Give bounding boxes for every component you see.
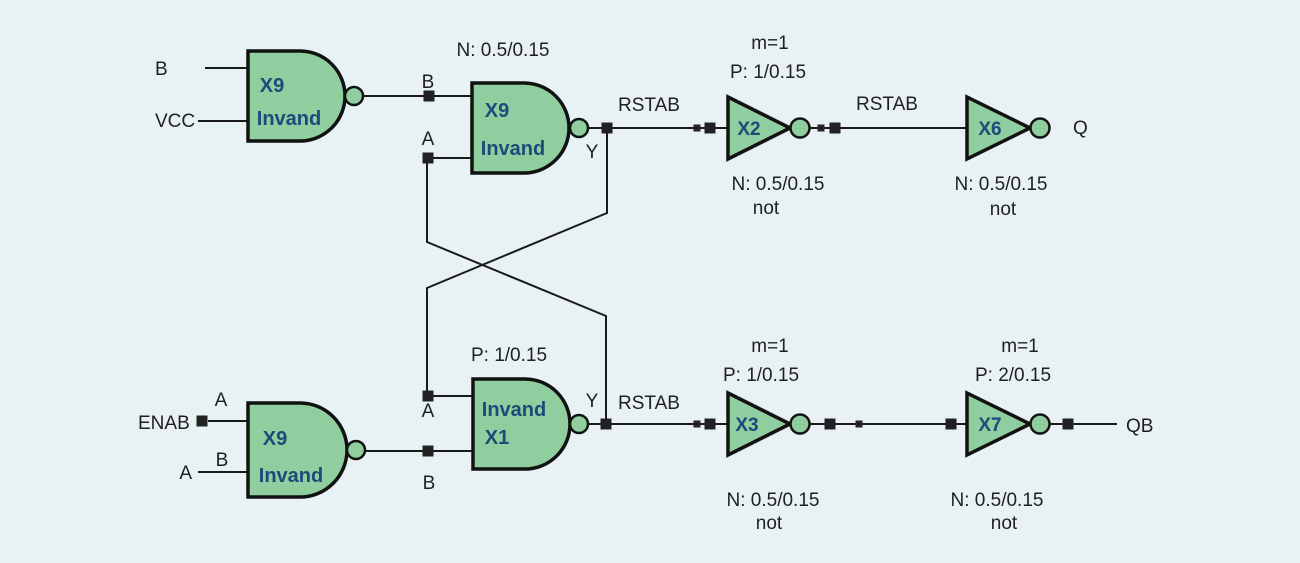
inverter-body: [965, 94, 1034, 162]
net-marker-a-top: [422, 152, 434, 164]
gate-cell-label: Invand: [481, 138, 545, 160]
nand-gate-x9-bottom-left: X9 Invand: [246, 401, 367, 499]
net-marker-a-bottom: [422, 390, 434, 402]
nand-gate-x9-top-left: X9 Invand: [246, 49, 365, 143]
port-marker: [704, 122, 716, 134]
inverter-x3: X3: [726, 390, 811, 458]
net-label-b-out: B: [423, 473, 436, 494]
param-label-n: N: 0.5/0.15: [951, 490, 1044, 511]
param-label-m: m=1: [751, 336, 789, 357]
net-label-q: Q: [1073, 118, 1088, 139]
pin-label-a: A: [215, 390, 228, 411]
param-label-n: N: 0.5/0.15: [457, 40, 550, 61]
net-label-rstab: RSTAB: [618, 393, 680, 414]
nand-body: [470, 81, 571, 175]
param-label-m: m=1: [1001, 336, 1039, 357]
gate-ref-label: X9: [260, 75, 284, 97]
port-marker: [704, 418, 716, 430]
param-label-m: m=1: [751, 33, 789, 54]
inverter-body: [726, 94, 794, 162]
port-marker: [1062, 418, 1074, 430]
gate-ref-label: X7: [978, 415, 1001, 436]
net-label-rstab: RSTAB: [856, 94, 918, 115]
net-marker-b-bottom: [422, 445, 434, 457]
cell-label-not: not: [756, 513, 783, 534]
net-label-vcc: VCC: [155, 111, 195, 132]
pin-label-b: B: [216, 450, 229, 471]
gate-cell-label: Invand: [482, 399, 546, 421]
net-marker-b-top: [423, 90, 435, 102]
param-label-p: P: 1/0.15: [723, 365, 799, 386]
junction-marker-y-top: [601, 122, 613, 134]
param-label-n: N: 0.5/0.15: [727, 490, 820, 511]
port-marker: [824, 418, 836, 430]
inversion-bubble: [1029, 117, 1051, 139]
net-label-rstab: RSTAB: [618, 95, 680, 116]
net-label-a: A: [179, 463, 192, 484]
net-marker-enab: [196, 415, 208, 427]
port-marker-small: [855, 420, 863, 428]
inversion-bubble: [789, 117, 811, 139]
inversion-bubble: [343, 85, 365, 107]
net-label-b: B: [155, 59, 168, 80]
pin-label-y: Y: [586, 142, 599, 163]
pin-label-a: A: [422, 401, 435, 422]
port-marker: [829, 122, 841, 134]
pin-label-y: Y: [586, 391, 599, 412]
nand-gate-x1-bottom-middle: Invand X1: [471, 377, 590, 471]
nand-body: [471, 377, 572, 471]
gate-ref-label: X9: [263, 428, 287, 450]
gate-ref-label: X2: [737, 119, 760, 140]
inversion-bubble: [568, 413, 590, 435]
param-label-p: P: 1/0.15: [730, 62, 806, 83]
inverter-x6: X6: [965, 94, 1051, 162]
net-markers: [196, 90, 1074, 457]
port-marker-small: [693, 124, 701, 132]
gate-cell-label: Invand: [259, 465, 323, 487]
net-label-enab: ENAB: [138, 413, 190, 434]
wire-feedback-bottom-y-to-top-a: [426, 158, 607, 424]
gate-ref-label: X3: [735, 415, 758, 436]
pin-label-b: B: [422, 72, 435, 93]
inversion-bubble: [568, 117, 590, 139]
gate-ref-label: X9: [485, 100, 509, 122]
inverter-x2: X2: [726, 94, 811, 162]
junction-marker-y-bottom: [600, 418, 612, 430]
net-label-qb: QB: [1126, 416, 1153, 437]
port-marker-small: [817, 124, 825, 132]
cell-label-not: not: [753, 198, 780, 219]
port-marker: [945, 418, 957, 430]
cell-label-not: not: [991, 513, 1018, 534]
nand-gate-x9-top-middle: X9 Invand: [470, 81, 590, 175]
cell-label-not: not: [990, 199, 1017, 220]
wire-feedback-top-y-to-bottom-a: [426, 128, 608, 396]
gate-ref-label: X6: [978, 119, 1001, 140]
param-label-p: P: 1/0.15: [471, 345, 547, 366]
param-label-n: N: 0.5/0.15: [955, 174, 1048, 195]
gate-ref-label: X1: [485, 427, 509, 449]
param-label-p: P: 2/0.15: [975, 365, 1051, 386]
pin-label-a: A: [422, 129, 435, 150]
inverter-body: [965, 390, 1034, 458]
port-marker-small: [693, 420, 701, 428]
param-label-n: N: 0.5/0.15: [732, 174, 825, 195]
inverter-x7: X7: [965, 390, 1051, 458]
gate-cell-label: Invand: [257, 108, 321, 130]
inversion-bubble: [1029, 413, 1051, 435]
inversion-bubble: [345, 439, 367, 461]
inversion-bubble: [789, 413, 811, 435]
inverter-body: [726, 390, 794, 458]
